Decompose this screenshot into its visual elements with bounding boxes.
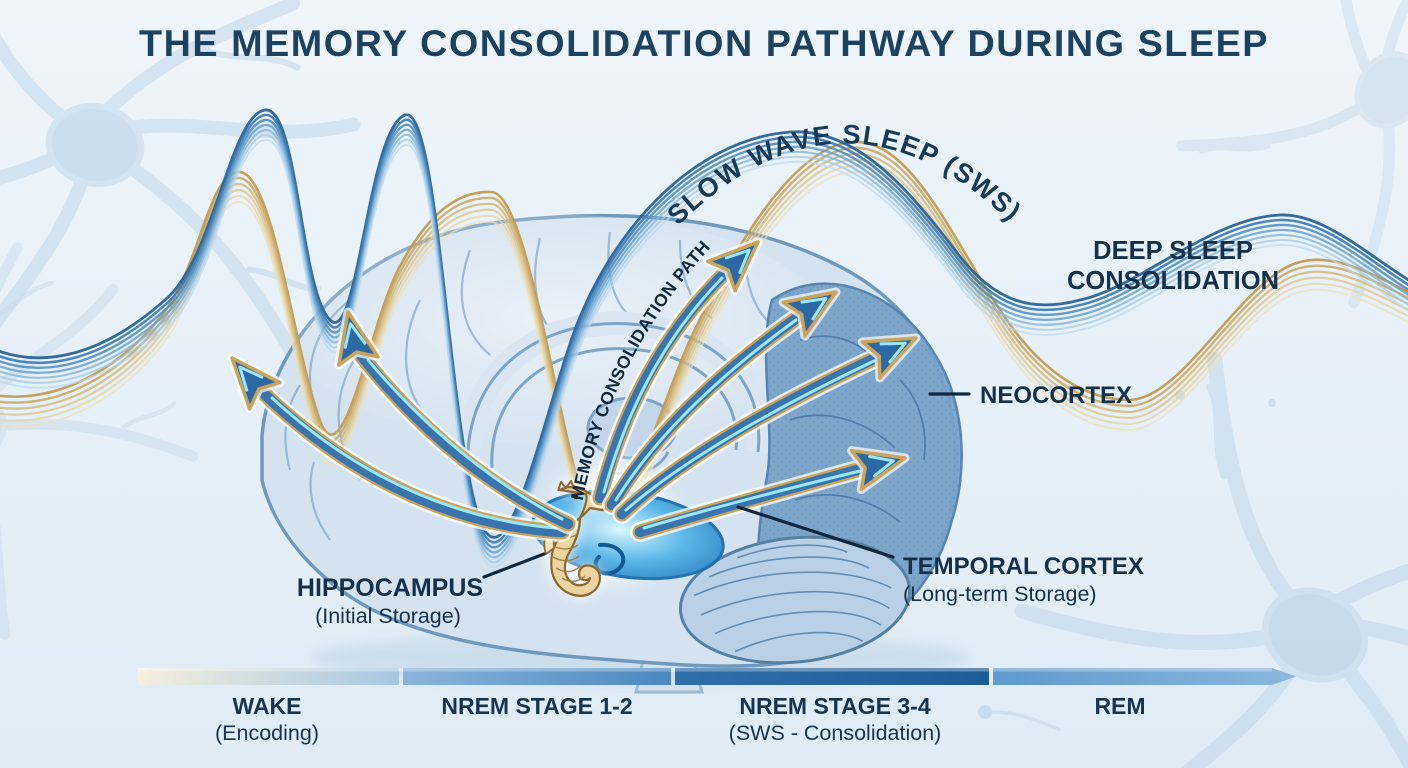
pathway-arrow (602, 287, 841, 515)
page-title: THE MEMORY CONSOLIDATION PATHWAY DURING … (139, 23, 1269, 64)
hippocampus-callout: HIPPOCAMPUS (Initial Storage) (297, 552, 546, 628)
timeline-labels: WAKE (Encoding) NREM STAGE 1-2 NREM STAG… (215, 693, 1146, 745)
stage-rem-label: REM (1094, 693, 1145, 719)
timeline-segment-rem (993, 668, 1296, 685)
pathway-arrow (612, 333, 921, 524)
stage-nrem34-label: NREM STAGE 3-4 (739, 693, 930, 719)
stage-wake-sublabel: (Encoding) (215, 721, 319, 745)
temporal-cortex-callout: TEMPORAL CORTEX (Long-term Storage) (736, 505, 1144, 606)
pathway-arrows (227, 237, 921, 542)
hippocampus-sublabel: (Initial Storage) (315, 604, 461, 628)
timeline-segment-nrem12 (403, 668, 671, 685)
seahorse-eye (573, 494, 579, 500)
stage-nrem12-label: NREM STAGE 1-2 (441, 693, 632, 719)
timeline-highlight (137, 668, 1272, 672)
neocortex-label: NEOCORTEX (980, 382, 1132, 409)
stage-wake-label: WAKE (233, 693, 302, 719)
timeline-segment-wake (137, 668, 399, 685)
timeline-segment-nrem34 (675, 668, 989, 685)
temporal-cortex-sublabel: (Long-term Storage) (903, 582, 1097, 606)
deep-sleep-line2: CONSOLIDATION (1067, 267, 1279, 295)
stage-nrem34-sublabel: (SWS - Consolidation) (729, 721, 942, 745)
deep-sleep-line1: DEEP SLEEP (1093, 237, 1253, 265)
hippocampus-callout-line (482, 552, 546, 579)
neocortex-callout: NEOCORTEX (928, 382, 1132, 409)
pathway-arrow (334, 307, 578, 534)
pathway-arrow (227, 353, 572, 542)
timeline-bar (137, 668, 1296, 685)
temporal-cortex-label: TEMPORAL CORTEX (903, 553, 1144, 580)
hippocampus-swirl (593, 542, 626, 576)
deep-sleep-label: DEEP SLEEP CONSOLIDATION (1067, 237, 1279, 295)
pathway-arrow (630, 446, 910, 542)
hippocampus-label: HIPPOCAMPUS (297, 574, 483, 602)
cerebellum (678, 535, 912, 665)
temporal-cortex-callout-line (736, 505, 895, 559)
pathway-arrow (590, 237, 763, 508)
